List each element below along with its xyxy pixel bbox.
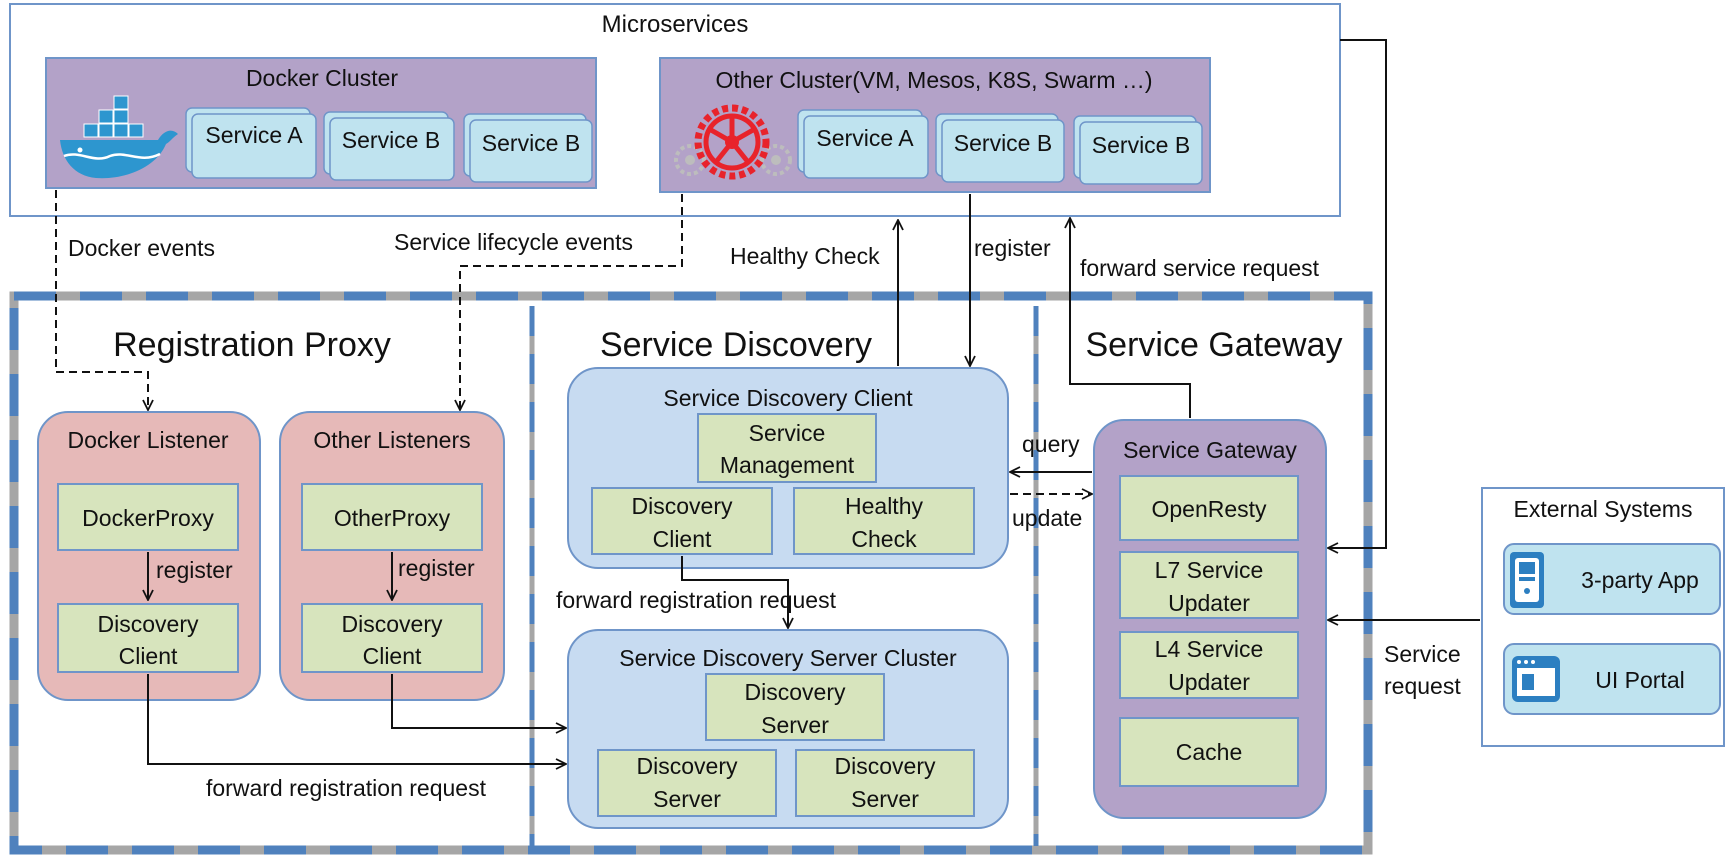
external-systems-title: External Systems: [1514, 496, 1693, 522]
discovery-server-right-line1: Discovery: [835, 753, 936, 779]
docker-listener-title: Docker Listener: [67, 427, 228, 453]
cache-box[interactable]: Cache: [1119, 717, 1299, 787]
other-service-b-2-label: Service B: [1092, 132, 1190, 158]
cache-label: Cache: [1176, 739, 1242, 765]
healthy-check-box[interactable]: Healthy Check: [793, 487, 975, 555]
service-management-box[interactable]: Service Management: [697, 413, 877, 483]
sd-discovery-client-box[interactable]: Discovery Client: [591, 487, 773, 555]
service-request-label-line1: Service: [1384, 641, 1461, 667]
forward-service-request-connector: [1070, 218, 1191, 418]
docker-events-label: Docker events: [68, 235, 215, 261]
other-service-b-2[interactable]: Service B: [1073, 115, 1203, 185]
openresty-label: OpenResty: [1151, 496, 1267, 522]
discovery-server-top-line2: Server: [761, 712, 829, 738]
microservices-title: Microservices: [602, 11, 749, 38]
server-cluster-title: Service Discovery Server Cluster: [619, 645, 957, 671]
other-service-b-1-label: Service B: [954, 130, 1052, 156]
query-label: query: [1022, 431, 1080, 457]
discovery-server-top[interactable]: Discovery Server: [705, 673, 885, 741]
docker-register-label: register: [156, 557, 233, 583]
forward-registration-bottom-label: forward registration request: [206, 775, 487, 801]
docker-cluster: Docker Cluster Service A Service B: [45, 57, 597, 189]
third-party-app-label: 3-party App: [1581, 567, 1699, 593]
healthy-check-line2: Check: [851, 526, 917, 552]
ui-portal[interactable]: UI Portal: [1503, 643, 1721, 715]
discovery-server-left-line1: Discovery: [637, 753, 738, 779]
docker-listener-client-line1: Discovery: [98, 611, 199, 637]
docker-service-b-2-label: Service B: [482, 130, 580, 156]
sd-forward-registration-connector: [681, 556, 788, 628]
other-cluster-title: Other Cluster(VM, Mesos, K8S, Swarm …): [715, 67, 1152, 93]
discovery-server-left-line2: Server: [653, 786, 721, 812]
docker-service-a[interactable]: Service A: [185, 107, 317, 179]
l7-updater-line2: Updater: [1168, 590, 1250, 616]
sd-discovery-client-line1: Discovery: [632, 493, 733, 519]
l4-updater-line1: L4 Service: [1155, 636, 1264, 662]
docker-listener-discovery-client[interactable]: Discovery Client: [57, 603, 239, 673]
forward-service-request-label: forward service request: [1080, 255, 1320, 281]
docker-events-connector: [55, 190, 148, 410]
other-listeners-title: Other Listeners: [313, 427, 470, 453]
healthy-check-label: Healthy Check: [730, 243, 880, 269]
other-service-b-1[interactable]: Service B: [935, 113, 1065, 183]
docker-proxy-label: DockerProxy: [82, 505, 214, 531]
other-service-a-label: Service A: [816, 125, 914, 151]
docker-service-b-1-label: Service B: [342, 127, 440, 153]
register-top-label: register: [974, 235, 1051, 261]
docker-service-b-1[interactable]: Service B: [323, 111, 455, 181]
other-register-label: register: [398, 555, 475, 581]
microservices-to-gateway-connector: [1328, 39, 1387, 548]
service-request-label-line2: request: [1384, 673, 1461, 699]
l4-updater-line2: Updater: [1168, 669, 1250, 695]
gear-cluster-icon: [674, 104, 792, 180]
docker-cluster-title: Docker Cluster: [246, 65, 398, 91]
other-cluster: Other Cluster(VM, Mesos, K8S, Swarm …) S…: [659, 57, 1211, 193]
docker-listener-client-line2: Client: [119, 643, 178, 669]
service-discovery-client-title: Service Discovery Client: [663, 385, 913, 411]
discovery-server-left[interactable]: Discovery Server: [597, 749, 777, 817]
other-proxy-label: OtherProxy: [334, 505, 451, 531]
service-gateway-title: Service Gateway: [1086, 326, 1343, 364]
discovery-server-right[interactable]: Discovery Server: [795, 749, 975, 817]
service-discovery-client: Service Discovery Client Service Managem…: [567, 367, 1009, 569]
docker-service-a-label: Service A: [205, 122, 303, 148]
third-party-app[interactable]: 3-party App: [1503, 543, 1721, 615]
sd-discovery-client-line2: Client: [653, 526, 712, 552]
l7-service-updater-box[interactable]: L7 Service Updater: [1119, 551, 1299, 619]
platform-dashed-frame: [9, 291, 1373, 855]
docker-proxy-box[interactable]: DockerProxy: [57, 483, 239, 551]
other-service-a[interactable]: Service A: [797, 109, 929, 179]
lifecycle-events-connector: [460, 194, 683, 410]
service-discovery-title: Service Discovery: [600, 326, 872, 364]
other-listeners-discovery-client[interactable]: Discovery Client: [301, 603, 483, 673]
ui-portal-label: UI Portal: [1595, 667, 1684, 693]
openresty-box[interactable]: OpenResty: [1119, 475, 1299, 541]
registration-proxy-title: Registration Proxy: [113, 326, 391, 364]
other-proxy-box[interactable]: OtherProxy: [301, 483, 483, 551]
docker-service-b-2[interactable]: Service B: [463, 113, 593, 183]
discovery-server-top-line1: Discovery: [745, 679, 846, 705]
external-systems: External Systems 3-party App UI: [1481, 487, 1725, 747]
healthy-check-line1: Healthy: [845, 493, 923, 519]
browser-window-icon: [1512, 656, 1560, 702]
discovery-server-right-line2: Server: [851, 786, 919, 812]
l4-service-updater-box[interactable]: L4 Service Updater: [1119, 631, 1299, 699]
other-client-to-server-connector: [391, 674, 566, 728]
service-gateway-box-title: Service Gateway: [1123, 437, 1297, 463]
update-label: update: [1012, 505, 1082, 531]
service-management-line2: Management: [720, 452, 855, 478]
service-gateway-box: Service Gateway OpenResty L7 Service Upd…: [1093, 419, 1327, 819]
forward-registration-mid-label: forward registration request: [556, 587, 837, 613]
l7-updater-line1: L7 Service: [1155, 557, 1264, 583]
other-listeners-client-line1: Discovery: [342, 611, 443, 637]
docker-whale-icon: [60, 95, 178, 179]
service-management-line1: Service: [749, 420, 826, 446]
service-discovery-server-cluster: Service Discovery Server Cluster Discove…: [567, 629, 1009, 829]
lifecycle-events-label: Service lifecycle events: [394, 229, 633, 255]
docker-client-to-server-connector: [147, 674, 566, 764]
other-listeners-client-line2: Client: [363, 643, 422, 669]
server-icon: [1510, 552, 1544, 608]
